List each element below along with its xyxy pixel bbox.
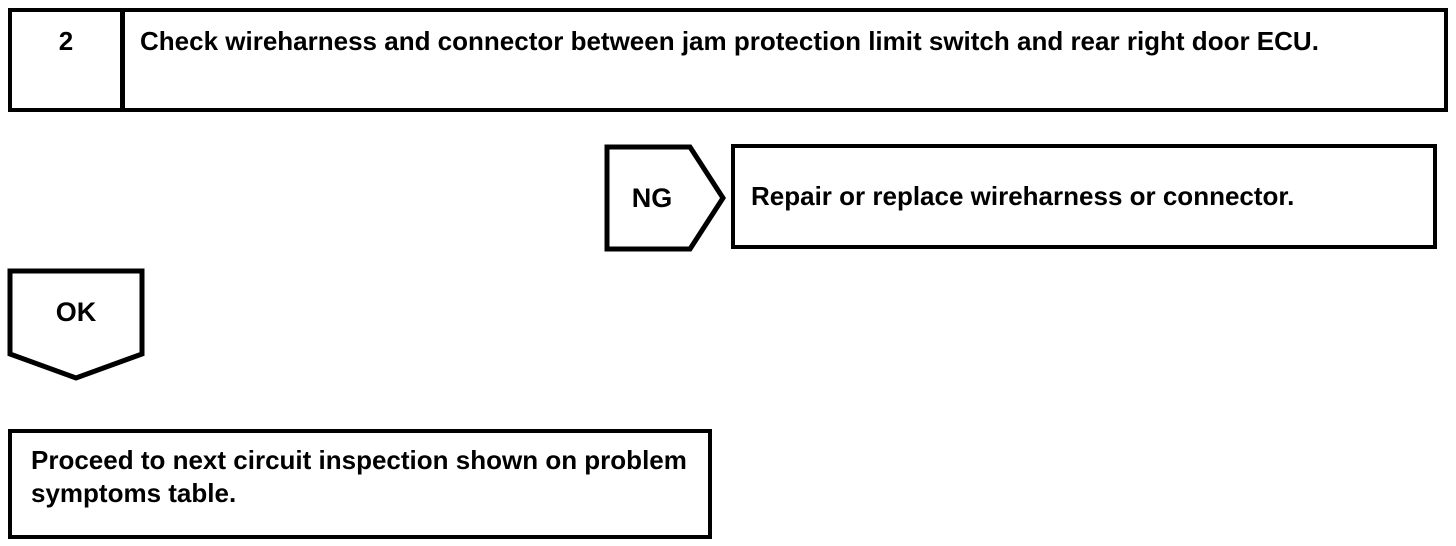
ng-arrow-icon	[604, 144, 726, 252]
ng-connector: NG	[604, 144, 726, 252]
ng-pentagon-shape	[604, 144, 726, 252]
step-instruction: Check wireharness and connector between …	[140, 26, 1319, 56]
ok-pentagon-shape	[7, 268, 145, 381]
ok-connector: OK	[7, 268, 145, 381]
ok-action-box: Proceed to next circuit inspection shown…	[8, 429, 712, 539]
step-number: 2	[12, 12, 125, 108]
ok-label: OK	[55, 296, 97, 327]
step-box: 2 Check wireharness and connector betwee…	[8, 8, 1448, 112]
ok-arrow-icon	[7, 268, 145, 381]
ng-action-box: Repair or replace wireharness or connect…	[731, 144, 1437, 249]
ng-label: NG	[631, 182, 673, 213]
ok-action-text: Proceed to next circuit inspection shown…	[31, 445, 687, 508]
ng-action-text: Repair or replace wireharness or connect…	[751, 181, 1295, 211]
